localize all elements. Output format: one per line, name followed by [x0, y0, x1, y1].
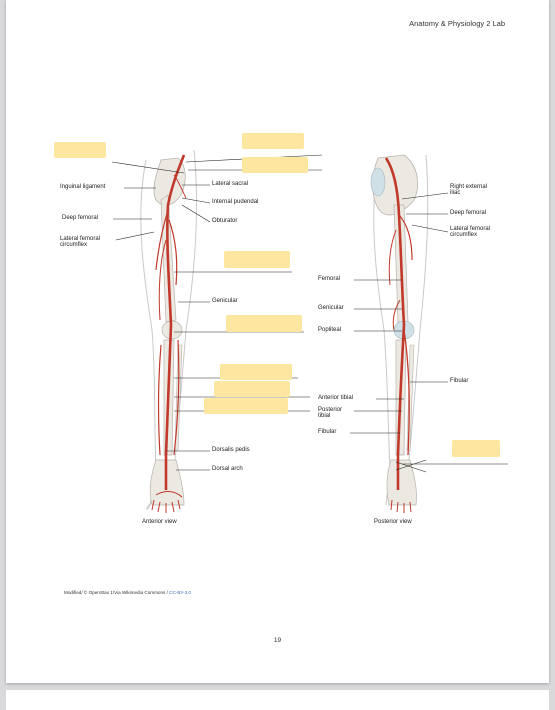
label-popliteal: Popliteal — [318, 327, 342, 333]
label-right-external-iliac: Right external iliac — [450, 184, 488, 197]
page-header: Anatomy & Physiology 2 Lab — [409, 19, 505, 28]
label-lateral-sacral: Lateral sacral — [212, 181, 249, 187]
answer-blank-6[interactable] — [220, 364, 292, 380]
label-deep-femoral-posterior: Deep femoral — [450, 210, 487, 216]
anterior-leg-illustration — [140, 149, 198, 513]
label-deep-femoral-anterior: Deep femoral — [62, 215, 99, 221]
label-dorsal-arch: Dorsal arch — [212, 466, 243, 472]
answer-blank-1[interactable] — [54, 142, 106, 158]
label-genicular-anterior: Genicular — [212, 298, 238, 304]
anterior-left-leaders — [111, 161, 185, 241]
label-dorsalis-pedis: Dorsalis pedis — [212, 447, 250, 453]
document-page: Anatomy & Physiology 2 Lab — [6, 0, 549, 683]
anterior-right-leaders — [166, 154, 323, 471]
label-genicular-posterior: Genicular — [318, 305, 344, 311]
caption-posterior-view: Posterior view — [374, 519, 412, 525]
answer-blank-8[interactable] — [204, 398, 288, 414]
label-inguinal-ligament: Inguinal ligament — [60, 184, 106, 190]
posterior-leg-illustration — [370, 154, 429, 513]
answer-blank-3[interactable] — [242, 157, 308, 173]
caption-anterior-view: Anterior view — [142, 519, 177, 525]
label-posterior-tibial: Posterior tibial — [318, 407, 343, 420]
leg-arteries-figure — [111, 149, 508, 513]
label-lateral-femoral-circumflex-posterior: Lateral femoral circumflex — [450, 226, 491, 239]
answer-blank-9[interactable] — [452, 440, 500, 457]
license-link[interactable]: CC-BY-3.0 — [169, 590, 191, 595]
page-number: 19 — [273, 637, 282, 644]
image-credit: Modified/ © OpenStax 1/Via Wikimedia Com… — [64, 590, 191, 595]
label-obturator: Obturator — [212, 218, 238, 224]
posterior-leaders — [350, 192, 508, 473]
label-fibular-right: Fibular — [450, 378, 469, 384]
label-femoral: Femoral — [318, 276, 341, 282]
answer-blank-4[interactable] — [224, 251, 290, 268]
answer-blank-5[interactable] — [226, 315, 302, 332]
label-anterior-tibial: Anterior tibial — [318, 395, 354, 401]
label-lateral-femoral-circumflex-anterior: Lateral femoral circumflex — [60, 236, 101, 249]
label-internal-pudendal: Internal pudendal — [212, 199, 259, 205]
next-page-edge — [6, 690, 549, 710]
answer-blank-7[interactable] — [214, 381, 290, 397]
label-fibular-left: Fibular — [318, 429, 337, 435]
answer-blank-2[interactable] — [242, 133, 304, 149]
